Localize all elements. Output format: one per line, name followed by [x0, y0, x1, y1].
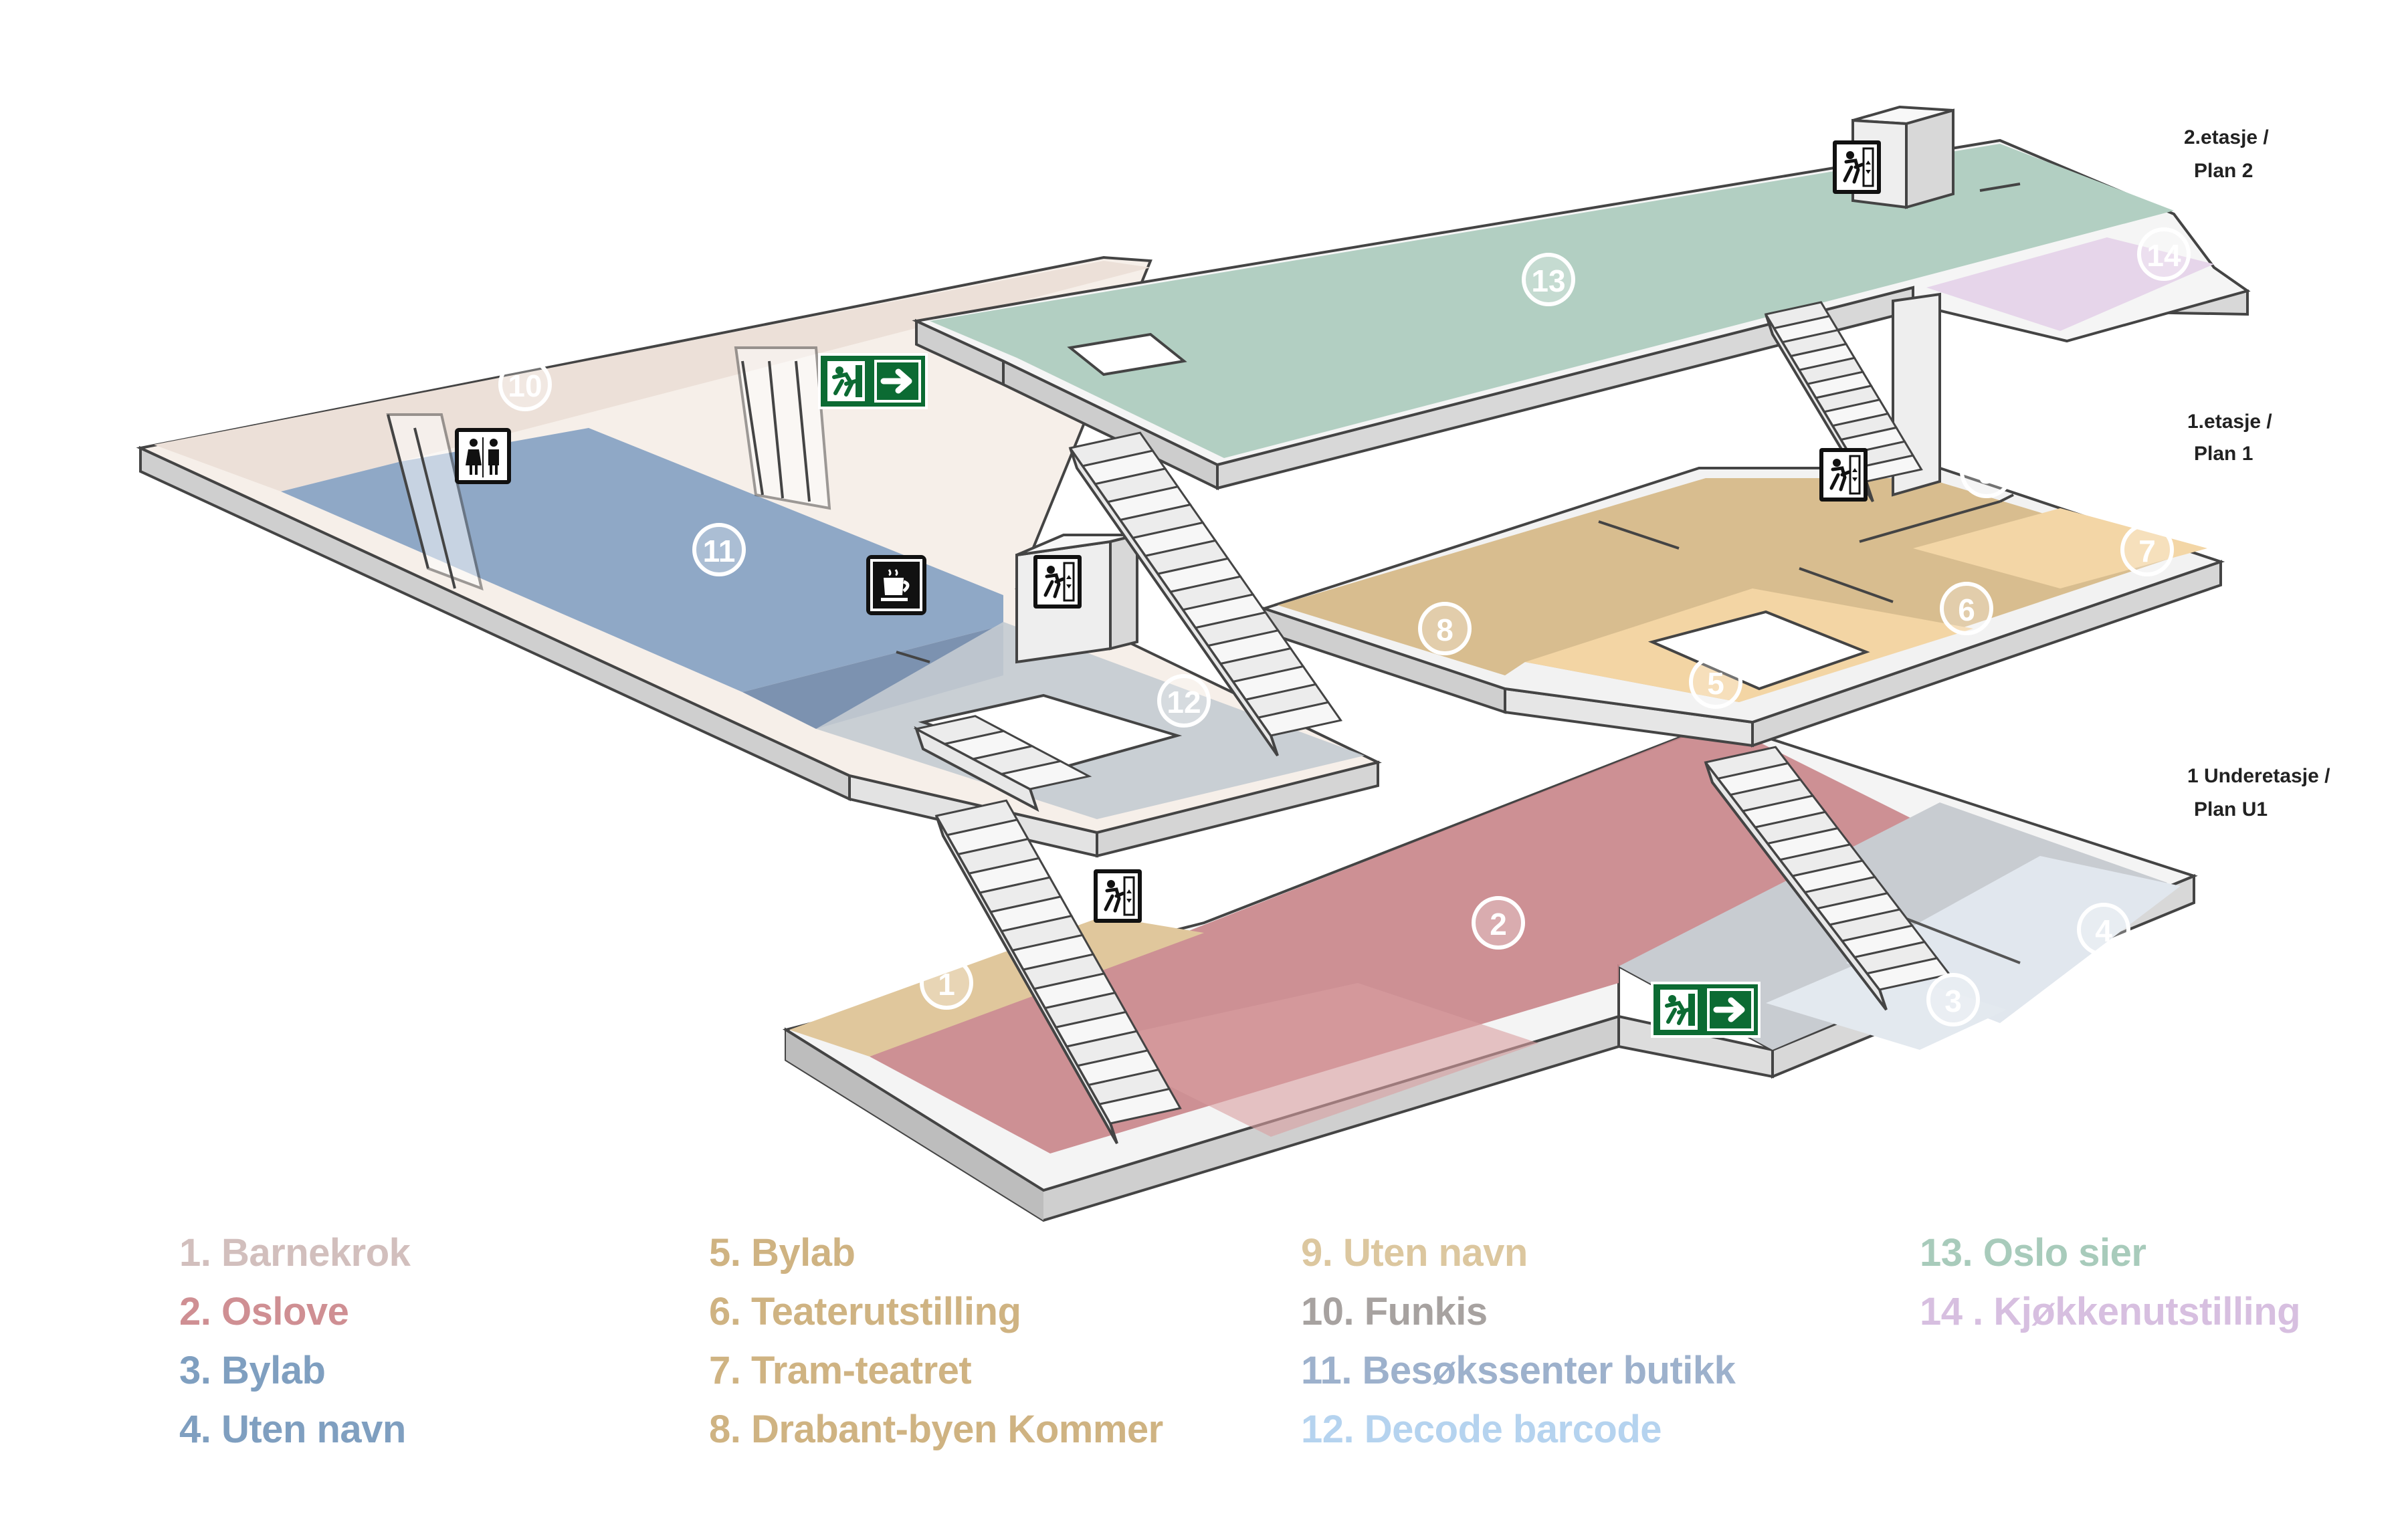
- staircase: [934, 799, 1182, 1144]
- legend-column-2: 5. Bylab 6. Teaterutstilling 7. Tram-teatr…: [709, 1224, 1163, 1459]
- plan-1: [1260, 467, 2225, 748]
- area-badge-9: 9: [1960, 445, 2013, 498]
- elevator-icon: [1833, 140, 1881, 194]
- elevator-icon: [1094, 869, 1142, 923]
- area-badge-8: 8: [1418, 602, 1472, 655]
- area-badge-label: 2: [1490, 907, 1507, 942]
- legend-item: 4. Uten navn: [179, 1408, 406, 1451]
- area-badge-label: 11: [703, 534, 736, 568]
- legend-item: 1. Barnekrok: [179, 1231, 411, 1275]
- area-badge-5: 5: [1689, 655, 1742, 709]
- staircase: [1704, 746, 1952, 1011]
- area-14-kjokken: [1926, 237, 2214, 331]
- area-badge-label: 5: [1707, 666, 1724, 701]
- staircase: [1068, 431, 1343, 757]
- plan-2: [912, 105, 2251, 497]
- area-11-besokssenter: [281, 428, 1003, 692]
- stairs: [913, 301, 1952, 1144]
- level-label-plan1-sub: Plan 1: [2194, 443, 2253, 465]
- area-badge-label: 4: [2095, 913, 2112, 948]
- elevator-icon: [1033, 555, 1082, 609]
- legend-item: 14 . Kjøkkenutstilling: [1920, 1290, 2301, 1333]
- legend-item: 7. Tram-teatret: [709, 1349, 972, 1392]
- legend-column-4: 13. Oslo sier 14 . Kjøkkenutstilling: [1920, 1224, 2301, 1341]
- area-badge-label: 3: [1944, 984, 1962, 1018]
- area-badge-label: 6: [1958, 592, 1975, 627]
- legend-item: 5. Bylab: [709, 1231, 856, 1275]
- area-badge-label: 14: [2146, 238, 2181, 273]
- emergency-exit-icon: [1652, 983, 1759, 1036]
- area-badge-14: 14: [2137, 227, 2191, 281]
- area-badge-2: 2: [1472, 896, 1525, 950]
- legend-item: 13. Oslo sier: [1920, 1231, 2146, 1275]
- area-13-oslo-sier: [930, 144, 2174, 458]
- area-badge-11: 11: [692, 523, 746, 576]
- area-badge-label: 8: [1436, 613, 1453, 647]
- legend-item: 9. Uten navn: [1301, 1231, 1528, 1275]
- legend-column-3: 9. Uten navn 10. Funkis 11. Besøkssenter b…: [1301, 1224, 1736, 1459]
- area-badge-label: 9: [1978, 455, 1995, 490]
- legend-item: 11. Besøkssenter butikk: [1301, 1349, 1736, 1392]
- area-4-uten-navn: [1846, 856, 2181, 1023]
- legend-column-1: 1. Barnekrok 2. Oslove 3. Bylab 4. Uten nav…: [179, 1224, 411, 1459]
- legend-item: 10. Funkis: [1301, 1290, 1488, 1333]
- area-badge-label: 7: [2138, 534, 2156, 568]
- level-label-planu1: 1 Underetasje /: [2187, 765, 2330, 787]
- area-badge-label: 13: [1531, 263, 1565, 298]
- area-badge-10: 10: [498, 358, 552, 411]
- area-1-barnekrok: [789, 916, 1204, 1057]
- emergency-exit-icon: [819, 354, 926, 408]
- legend-item: 8. Drabant-byen Kommer: [709, 1408, 1163, 1451]
- area-badge-label: 1: [938, 967, 955, 1002]
- area-badge-7: 7: [2120, 523, 2174, 576]
- area-badge-6: 6: [1940, 582, 1993, 635]
- legend-item: 2. Oslove: [179, 1290, 349, 1333]
- level-label-planu1-sub: Plan U1: [2194, 798, 2268, 820]
- level-label-plan2-sub: Plan 2: [2194, 160, 2253, 182]
- elevator-icon: [1819, 448, 1868, 502]
- level-label-plan2: 2.etasje /: [2184, 126, 2269, 148]
- staircase: [913, 715, 1092, 812]
- area-badge-13: 13: [1522, 253, 1575, 306]
- legend-item: 6. Teaterutstilling: [709, 1290, 1021, 1333]
- area-badge-label: 10: [508, 368, 542, 403]
- area-badge-3: 3: [1926, 973, 1980, 1026]
- level-label-plan1: 1.etasje /: [2187, 411, 2272, 433]
- area-badge-1: 1: [920, 956, 973, 1010]
- area-badge-12: 12: [1157, 674, 1211, 728]
- legend-item: 12. Decode barcode: [1301, 1408, 1662, 1451]
- legend: 1. Barnekrok 2. Oslove 3. Bylab 4. Uten nav…: [0, 1224, 2408, 1505]
- legend-item: 3. Bylab: [179, 1349, 326, 1392]
- cafe-icon: [866, 555, 926, 615]
- toilet-icon: [455, 428, 511, 484]
- area-8-drabant: [1278, 478, 2181, 702]
- area-badge-label: 12: [1167, 685, 1201, 720]
- area-badge-4: 4: [2077, 903, 2130, 956]
